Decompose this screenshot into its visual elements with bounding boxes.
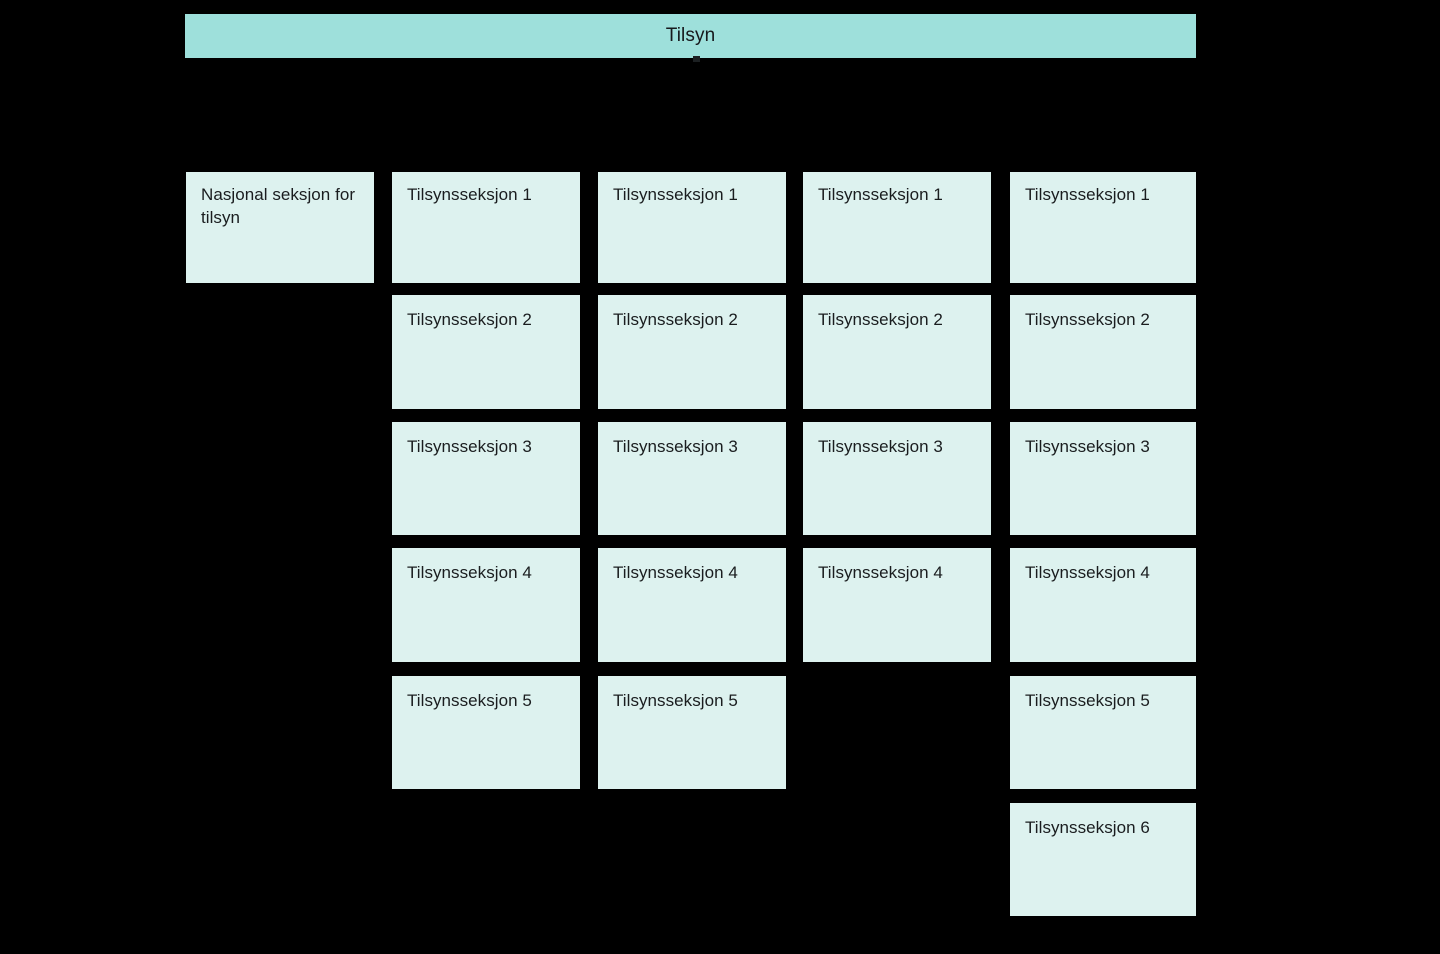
org-node[interactable]: Tilsynsseksjon 4 <box>598 548 786 662</box>
org-node-label: Tilsynsseksjon 5 <box>1025 691 1150 710</box>
org-node[interactable]: Tilsynsseksjon 4 <box>1010 548 1196 662</box>
org-node-label: Tilsynsseksjon 2 <box>613 310 738 329</box>
org-node[interactable]: Tilsynsseksjon 4 <box>803 548 991 662</box>
org-node[interactable]: Tilsynsseksjon 2 <box>598 295 786 409</box>
org-node[interactable]: Tilsynsseksjon 3 <box>392 422 580 535</box>
org-node-label: Tilsynsseksjon 5 <box>407 691 532 710</box>
org-node-label: Tilsynsseksjon 2 <box>1025 310 1150 329</box>
org-node[interactable]: Tilsynsseksjon 2 <box>392 295 580 409</box>
org-node[interactable]: Tilsynsseksjon 3 <box>803 422 991 535</box>
org-node[interactable]: Tilsynsseksjon 1 <box>1010 172 1196 283</box>
org-node[interactable]: Tilsynsseksjon 4 <box>392 548 580 662</box>
org-node[interactable]: Tilsynsseksjon 1 <box>803 172 991 283</box>
org-node-label: Tilsynsseksjon 1 <box>407 185 532 204</box>
org-node-label: Tilsynsseksjon 1 <box>1025 185 1150 204</box>
org-node-label: Tilsynsseksjon 3 <box>818 437 943 456</box>
org-node-label: Tilsynsseksjon 6 <box>1025 818 1150 837</box>
org-node-label: Tilsynsseksjon 4 <box>818 563 943 582</box>
org-node[interactable]: Tilsynsseksjon 3 <box>1010 422 1196 535</box>
org-node-label: Tilsynsseksjon 1 <box>818 185 943 204</box>
org-node[interactable]: Tilsynsseksjon 1 <box>598 172 786 283</box>
org-node-label: Tilsynsseksjon 4 <box>613 563 738 582</box>
org-node-label: Tilsynsseksjon 3 <box>613 437 738 456</box>
org-node[interactable]: Tilsynsseksjon 2 <box>1010 295 1196 409</box>
org-node-label: Tilsynsseksjon 3 <box>1025 437 1150 456</box>
org-node[interactable]: Tilsynsseksjon 1 <box>392 172 580 283</box>
org-node[interactable]: Nasjonal seksjon for tilsyn <box>186 172 374 283</box>
org-node[interactable]: Tilsynsseksjon 6 <box>1010 803 1196 916</box>
org-node-label: Tilsynsseksjon 1 <box>613 185 738 204</box>
org-node[interactable]: Tilsynsseksjon 5 <box>392 676 580 789</box>
org-node[interactable]: Tilsynsseksjon 5 <box>598 676 786 789</box>
org-node-label: Tilsynsseksjon 5 <box>613 691 738 710</box>
root-connector-stub <box>693 56 700 62</box>
org-node[interactable]: Tilsynsseksjon 5 <box>1010 676 1196 789</box>
org-node[interactable]: Tilsynsseksjon 3 <box>598 422 786 535</box>
org-node-label: Tilsynsseksjon 4 <box>1025 563 1150 582</box>
root-node-tilsyn[interactable]: Tilsyn <box>185 14 1196 58</box>
org-node-label: Tilsynsseksjon 2 <box>407 310 532 329</box>
org-node-label: Tilsynsseksjon 4 <box>407 563 532 582</box>
org-node[interactable]: Tilsynsseksjon 2 <box>803 295 991 409</box>
org-node-label: Tilsynsseksjon 3 <box>407 437 532 456</box>
root-node-label: Tilsyn <box>665 24 716 46</box>
org-node-label: Nasjonal seksjon for tilsyn <box>201 185 356 227</box>
org-node-label: Tilsynsseksjon 2 <box>818 310 943 329</box>
